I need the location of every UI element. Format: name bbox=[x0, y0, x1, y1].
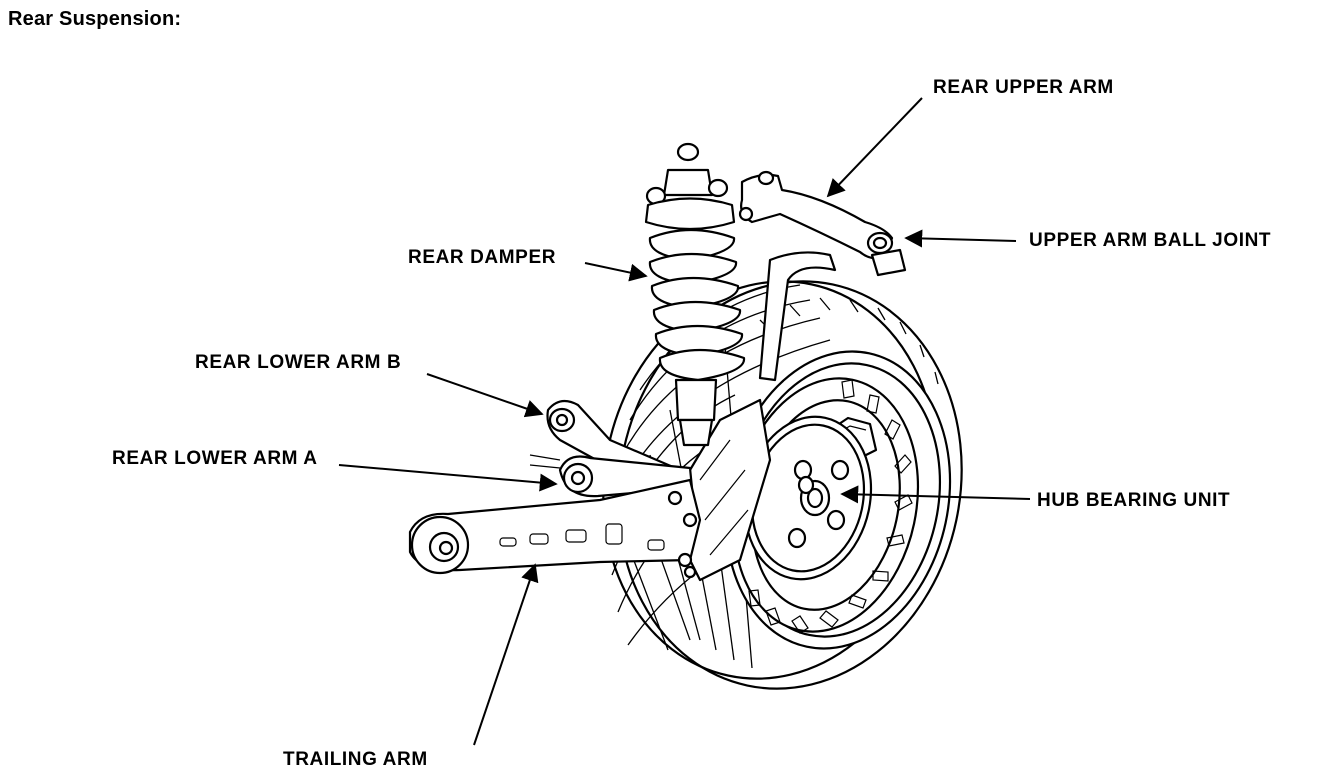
label-upper-arm-ball-joint: UPPER ARM BALL JOINT bbox=[1029, 230, 1272, 251]
rear-upper-arm bbox=[738, 170, 907, 277]
label-rear-lower-arm-b: REAR LOWER ARM B bbox=[195, 352, 402, 373]
leader-hub-bearing-unit bbox=[840, 485, 1031, 504]
label-rear-lower-arm-a: REAR LOWER ARM A bbox=[112, 448, 318, 469]
leader-rear-upper-arm bbox=[826, 97, 923, 198]
label-hub-bearing-unit: HUB BEARING UNIT bbox=[1037, 490, 1231, 511]
page-title: Rear Suspension: bbox=[8, 8, 182, 30]
leader-upper-arm-ball-joint bbox=[904, 229, 1017, 248]
damper-assembly bbox=[644, 142, 746, 447]
leader-rear-damper bbox=[584, 262, 648, 282]
label-rear-upper-arm: REAR UPPER ARM bbox=[933, 77, 1114, 98]
leader-rear-lower-arm-a bbox=[338, 464, 558, 492]
trailing-arm bbox=[408, 478, 702, 579]
hub-bearing-unit bbox=[743, 415, 873, 581]
leader-rear-lower-arm-b bbox=[426, 373, 544, 418]
leader-trailing-arm bbox=[473, 563, 539, 746]
label-rear-damper: REAR DAMPER bbox=[408, 247, 557, 268]
leader-lines bbox=[338, 97, 1031, 746]
label-trailing-arm: TRAILING ARM bbox=[283, 749, 428, 770]
